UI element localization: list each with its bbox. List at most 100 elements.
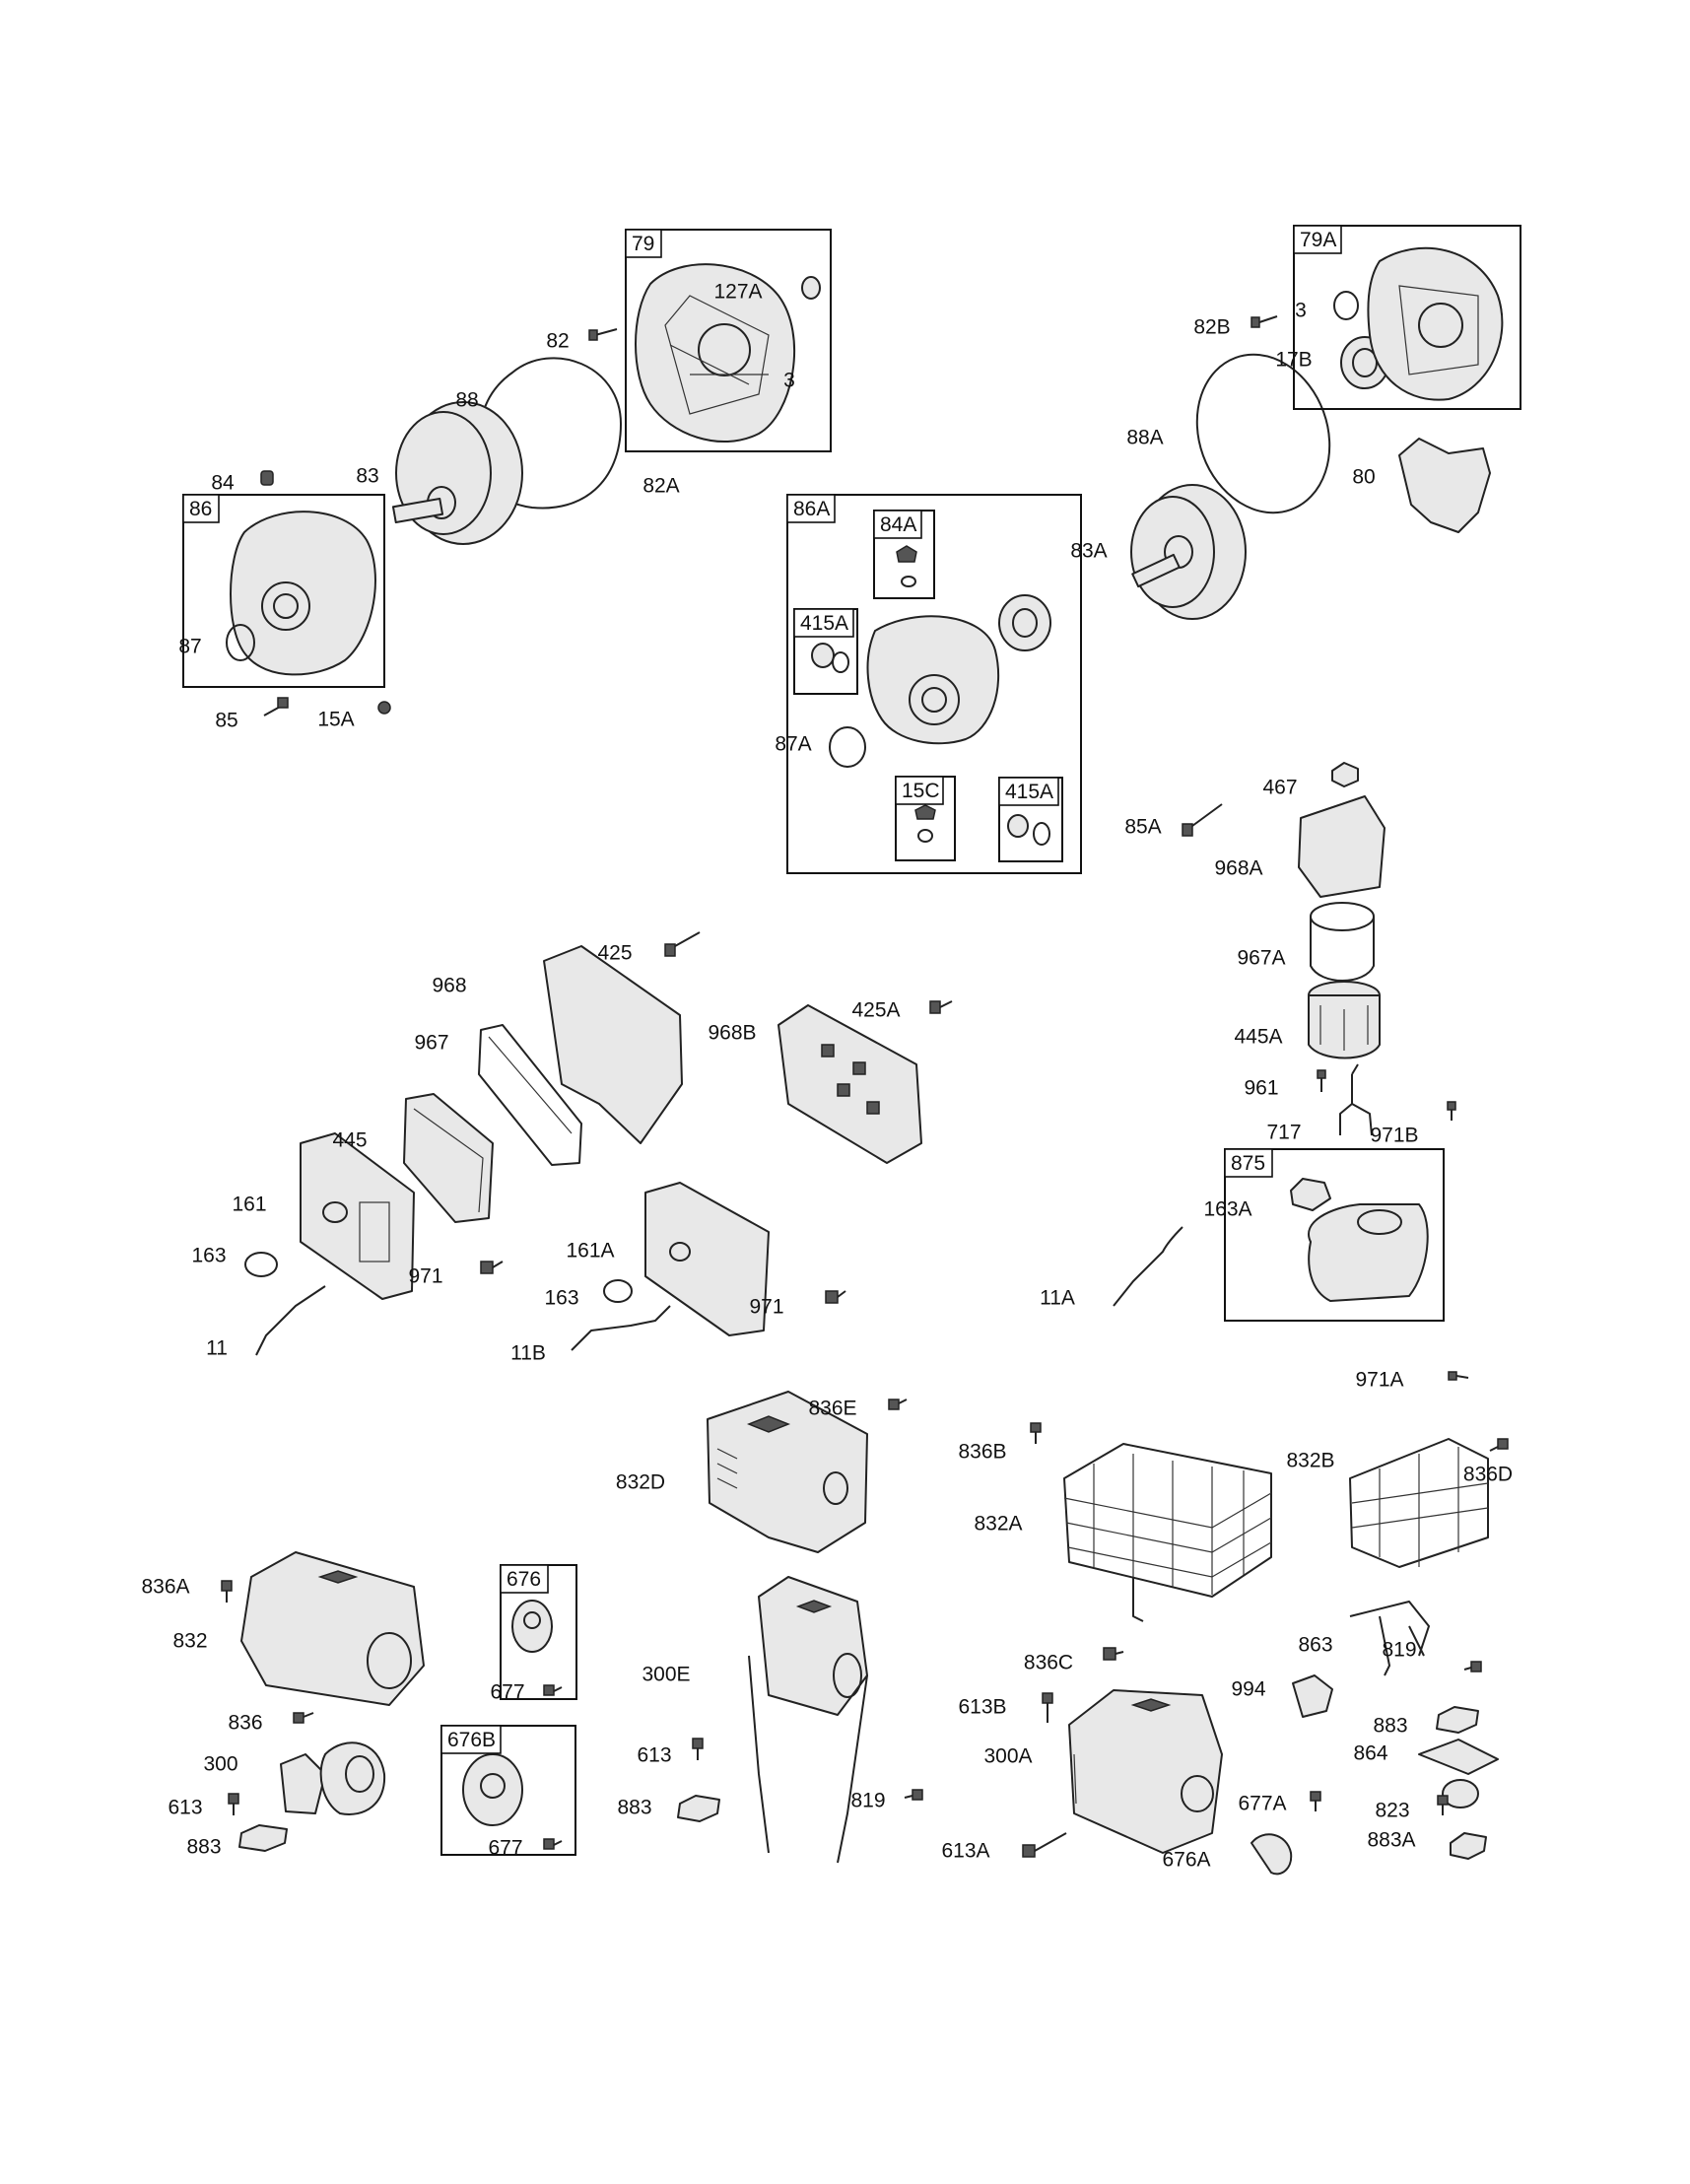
part-971-screw-left: [480, 1261, 504, 1274]
part-3-seal: [1333, 291, 1359, 320]
part-300e-muffler: [748, 1576, 868, 1864]
subassembly-box-label: 875: [1231, 1152, 1265, 1175]
subassembly-box-label: 415A: [1005, 781, 1053, 803]
subassembly-box-frame: [182, 494, 385, 688]
subassembly-box: 79A: [1293, 225, 1521, 410]
subassembly-box: 79: [625, 229, 832, 452]
part-number-label: 967A: [1237, 947, 1285, 970]
part-number-label: 863: [1298, 1634, 1332, 1657]
part-425a-bolt: [929, 1000, 953, 1014]
part-number-label: 823: [1375, 1800, 1409, 1822]
part-number-label: 832D: [616, 1471, 665, 1494]
part-number-label: 163: [191, 1245, 226, 1267]
subassembly-box-tag: [500, 1564, 549, 1594]
part-15c: [914, 804, 936, 843]
subassembly-box-frame: [1293, 225, 1521, 410]
part-number-label: 11B: [510, 1342, 546, 1365]
part-163-gasket-right: [603, 1279, 633, 1303]
part-84a: [896, 545, 917, 587]
part-number-label: 82B: [1193, 316, 1230, 339]
part-994-fitting: [1292, 1674, 1333, 1718]
part-823-screw: [1437, 1795, 1449, 1815]
part-85-bolt: [263, 697, 289, 717]
part-number-label: 971B: [1370, 1125, 1418, 1147]
subassembly-box: 86: [182, 494, 385, 688]
part-967a-filter: [1310, 902, 1375, 982]
part-300-muffler: [280, 1741, 386, 1815]
part-number-label: 836: [228, 1712, 262, 1735]
part-717-bracket: [1339, 1063, 1373, 1136]
part-163-gasket-left: [244, 1252, 278, 1277]
subassembly-box-frame: [1224, 1148, 1445, 1322]
subassembly-box: 676: [500, 1564, 577, 1700]
subassembly-box-label: 79A: [1300, 229, 1336, 251]
part-number-label: 832B: [1286, 1450, 1334, 1472]
part-161-base: [300, 1132, 415, 1300]
part-number-label: 163: [544, 1287, 578, 1310]
part-88a-gasket: [1195, 353, 1331, 514]
part-number-label: 80: [1352, 466, 1375, 489]
subassembly-box-label: 79: [632, 233, 654, 255]
part-676a-deflector: [1251, 1833, 1293, 1876]
part-number-label: 88A: [1126, 427, 1163, 449]
subassembly-box-tag: [625, 229, 662, 258]
part-number-label: 883: [617, 1797, 651, 1819]
subassembly-box-label: 415A: [800, 612, 848, 635]
part-number-label: 82: [546, 330, 569, 353]
part-875-air-cleaner: [1308, 1203, 1429, 1302]
part-83a-rotor: [1130, 484, 1247, 620]
part-number-label: 161A: [566, 1240, 614, 1263]
subassembly-box-tag: [182, 494, 220, 523]
part-number-label: 883: [186, 1836, 221, 1859]
part-613-bolt-left: [228, 1793, 239, 1815]
part-number-label: 425: [597, 942, 632, 965]
part-11-hose: [255, 1285, 326, 1356]
part-number-label: 15A: [317, 709, 354, 731]
part-number-label: 467: [1262, 777, 1297, 799]
subassembly-box-tag: [998, 777, 1059, 806]
part-11a-hose: [1113, 1226, 1183, 1307]
part-number-label: 836E: [808, 1398, 856, 1420]
part-85a-bolt: [1182, 803, 1223, 837]
part-number-label: 961: [1244, 1077, 1278, 1100]
part-79a-cover: [1367, 246, 1504, 401]
part-number-label: 836B: [958, 1441, 1006, 1464]
part-number-label: 3: [1295, 300, 1307, 322]
part-number-label: 836A: [141, 1576, 189, 1599]
part-836c-screw: [1103, 1647, 1124, 1661]
part-84-plug: [260, 470, 274, 486]
part-number-label: 85: [215, 710, 237, 732]
part-82-bolt: [588, 328, 618, 341]
subassembly-box: 15C: [895, 776, 956, 861]
part-number-label: 971: [749, 1296, 783, 1319]
part-number-label: 613B: [958, 1696, 1006, 1719]
subassembly-box-label: 84A: [880, 513, 916, 536]
subassembly-box: 676B: [440, 1725, 576, 1856]
subassembly-box-frame: [440, 1725, 576, 1856]
part-number-label: 836D: [1463, 1464, 1513, 1486]
part-number-label: 994: [1231, 1678, 1265, 1701]
subassembly-box: 415A: [793, 608, 858, 695]
subassembly-box-tag: [786, 494, 836, 523]
part-number-label: 883A: [1367, 1829, 1415, 1852]
part-819-screw-center: [904, 1789, 923, 1801]
part-300a-muffler: [1068, 1689, 1223, 1854]
part-number-label: 3: [783, 370, 795, 392]
part-425-bolt: [664, 931, 701, 957]
part-number-label: 971A: [1355, 1369, 1403, 1392]
part-82b-bolt: [1251, 315, 1278, 328]
part-number-label: 83A: [1070, 540, 1107, 563]
part-883-gasket-right: [1436, 1706, 1479, 1734]
part-number-label: 84: [211, 472, 235, 495]
part-number-label: 88: [455, 389, 478, 412]
part-number-label: 968: [432, 975, 466, 997]
subassembly-box-label: 676: [507, 1568, 541, 1591]
part-number-label: 819: [1382, 1639, 1416, 1662]
part-number-label: 82A: [642, 475, 679, 498]
part-number-label: 300: [203, 1753, 237, 1776]
part-87-seal: [226, 624, 255, 661]
part-87a-seal: [829, 726, 866, 768]
part-86-housing: [230, 511, 376, 676]
part-968-cover: [543, 945, 683, 1144]
